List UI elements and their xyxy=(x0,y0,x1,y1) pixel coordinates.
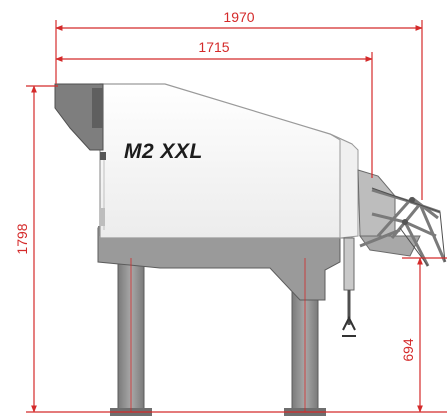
dim-label-hitch-height: 694 xyxy=(400,338,416,362)
funnel-plate xyxy=(92,88,103,128)
model-label: M2 XXL xyxy=(124,140,203,163)
cylinder-body xyxy=(343,237,355,291)
dim-label-overall-height: 1798 xyxy=(14,223,30,254)
dim-label-overall-length: 1970 xyxy=(223,9,254,25)
dim-label-body-length: 1715 xyxy=(198,39,229,55)
side-handle xyxy=(100,152,106,160)
hydraulic-cylinder xyxy=(342,237,356,337)
hitch-pin xyxy=(409,197,415,203)
side-latch xyxy=(100,208,105,226)
rear-hitch xyxy=(357,169,447,267)
hitch-frame-outline xyxy=(371,187,446,267)
dimensions xyxy=(26,20,447,413)
hitch-lower-plate xyxy=(359,235,421,257)
machine-body: M2 XXL xyxy=(54,83,359,239)
hitch-pin xyxy=(402,219,408,225)
hitch-housing xyxy=(357,169,396,237)
cylinder-foot-icon xyxy=(342,315,356,337)
chassis-frame xyxy=(97,227,341,301)
feed-funnel xyxy=(54,83,104,151)
rear-panel xyxy=(329,133,359,239)
